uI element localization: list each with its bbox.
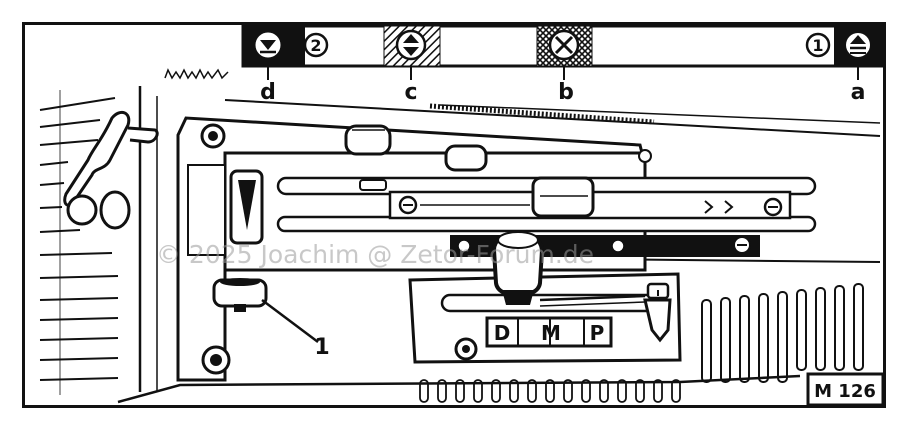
cab-fins-right — [701, 283, 864, 383]
diagram-frame — [22, 22, 886, 408]
callout-line-1 — [261, 299, 319, 343]
label-d: d — [260, 80, 276, 105]
gate-label-d: D — [494, 321, 511, 345]
housing-bolts — [200, 123, 231, 375]
badge-left-label: 2 — [310, 36, 321, 55]
part-1-button-icon — [212, 278, 268, 312]
label-c: c — [404, 80, 417, 105]
warning-lamp-d-icon — [255, 32, 281, 58]
badge-1-icon: 1 — [805, 32, 831, 58]
lamp-pointers — [267, 66, 859, 80]
warning-lamp-a-icon — [846, 33, 870, 57]
badge-right-label: 1 — [812, 36, 823, 55]
badge-2-icon: 2 — [303, 32, 329, 58]
figure-tag-label: M 126 — [814, 381, 876, 402]
label-b: b — [558, 80, 574, 105]
lever-knob-slider-icon — [531, 176, 595, 218]
gate-plate — [408, 272, 682, 364]
figure-tag: M 126 — [806, 372, 885, 407]
lever-knob-upper-icon — [344, 124, 652, 191]
gate-label-p: P — [590, 321, 605, 345]
callout-1-label: 1 — [314, 335, 329, 360]
selector-knob-icon — [491, 230, 646, 307]
warning-lamp-c-icon — [395, 29, 427, 61]
label-a: a — [851, 80, 866, 105]
watermark-text: © 2025 Joachim @ Zetor-Forum.de — [156, 240, 594, 269]
door-handle-icon — [63, 110, 159, 230]
plunger-icon — [643, 282, 672, 343]
direction-indicator-icon — [229, 169, 264, 245]
gate-label-m: M — [541, 321, 561, 345]
floor-grille — [419, 379, 681, 403]
floor-line — [117, 374, 801, 404]
warning-lamp-b-icon — [548, 29, 580, 61]
